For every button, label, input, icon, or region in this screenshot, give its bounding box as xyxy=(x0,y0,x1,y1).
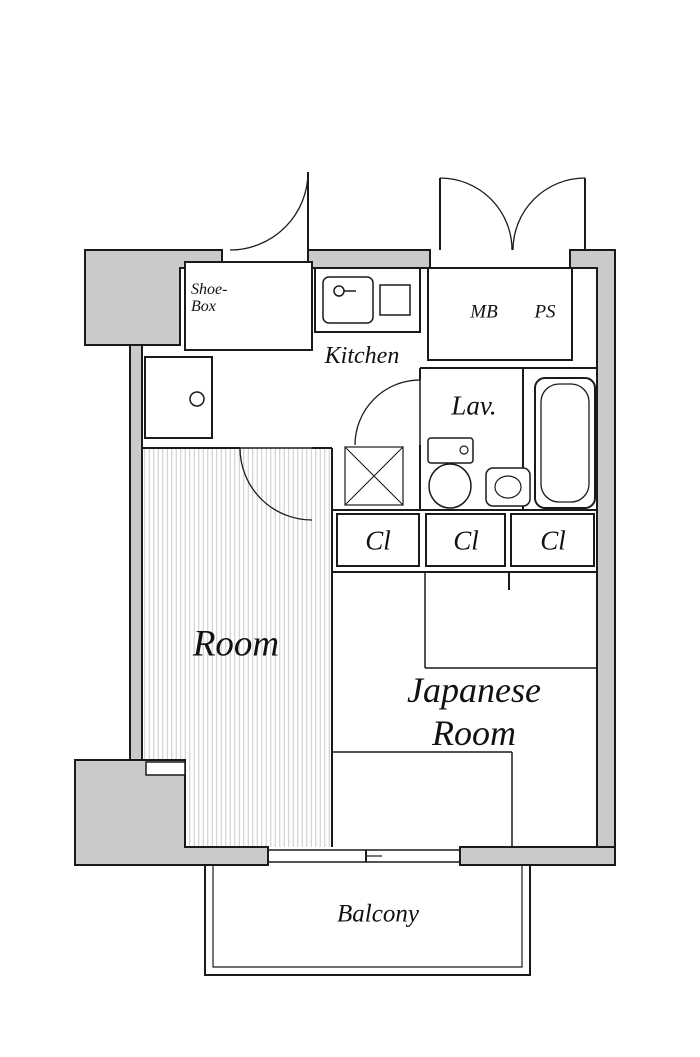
doors xyxy=(229,171,586,521)
sliding-window xyxy=(268,849,460,863)
kitchen-faucet-icon xyxy=(333,285,345,297)
double-door-left-arc xyxy=(439,177,513,251)
wall-bottom-left-block xyxy=(74,759,269,866)
wash-basin-bowl xyxy=(494,475,522,499)
shoe-box-label-line1: Shoe- xyxy=(191,281,228,298)
meter-box-label: MB xyxy=(470,301,498,323)
entrance-door-arc xyxy=(229,171,309,251)
utility-closet-knob-icon xyxy=(189,391,205,407)
wall-top-middle xyxy=(307,249,431,269)
toilet-tank xyxy=(427,437,474,464)
kitchen-stove xyxy=(379,284,411,316)
tatami-lines xyxy=(332,572,597,847)
balcony-rail-outer xyxy=(204,865,531,976)
floor-step xyxy=(145,761,186,776)
toilet-bowl xyxy=(428,463,472,509)
wall-left-thin xyxy=(129,344,143,761)
shoe-box-cabinet xyxy=(184,261,313,351)
western-room-floor-hatch xyxy=(142,448,332,847)
interior-walls xyxy=(142,367,597,847)
closet-1-label: Cl xyxy=(365,525,391,556)
bathtub-inner xyxy=(540,383,590,503)
washer-space-cross-2 xyxy=(344,446,404,506)
shoe-box-label-line2: Box xyxy=(191,298,216,316)
toilet-button-icon xyxy=(459,445,469,455)
balcony-rail-inner xyxy=(212,865,523,968)
lav-door-arc xyxy=(354,379,421,446)
closet-3-label: Cl xyxy=(540,525,566,556)
double-door-right-arc xyxy=(512,177,586,251)
meter-pipe-box xyxy=(427,267,573,361)
japanese-room-label-line2: Room xyxy=(432,713,516,753)
lavatory-label: Lav. xyxy=(451,390,497,421)
kitchen-sink xyxy=(322,276,374,324)
outer-walls xyxy=(74,249,616,866)
closet-2-box xyxy=(425,513,506,567)
closet-2-label: Cl xyxy=(453,525,479,556)
closet-3-box xyxy=(510,513,595,567)
japanese-room-label-line1: Japanese xyxy=(407,670,541,710)
room-door-arc xyxy=(239,447,313,521)
kitchen-label: Kitchen xyxy=(324,343,400,369)
balcony-label: Balcony xyxy=(337,900,419,928)
wall-top-left-block xyxy=(84,249,223,346)
closet-1-box xyxy=(336,513,420,567)
western-room-label: Room xyxy=(192,623,280,665)
balcony-rail xyxy=(204,865,531,976)
wall-bottom-right xyxy=(459,846,616,866)
fixtures xyxy=(144,261,596,567)
shoe-box-label: Shoe- Box xyxy=(191,281,227,316)
pipe-space-label: PS xyxy=(534,301,556,323)
